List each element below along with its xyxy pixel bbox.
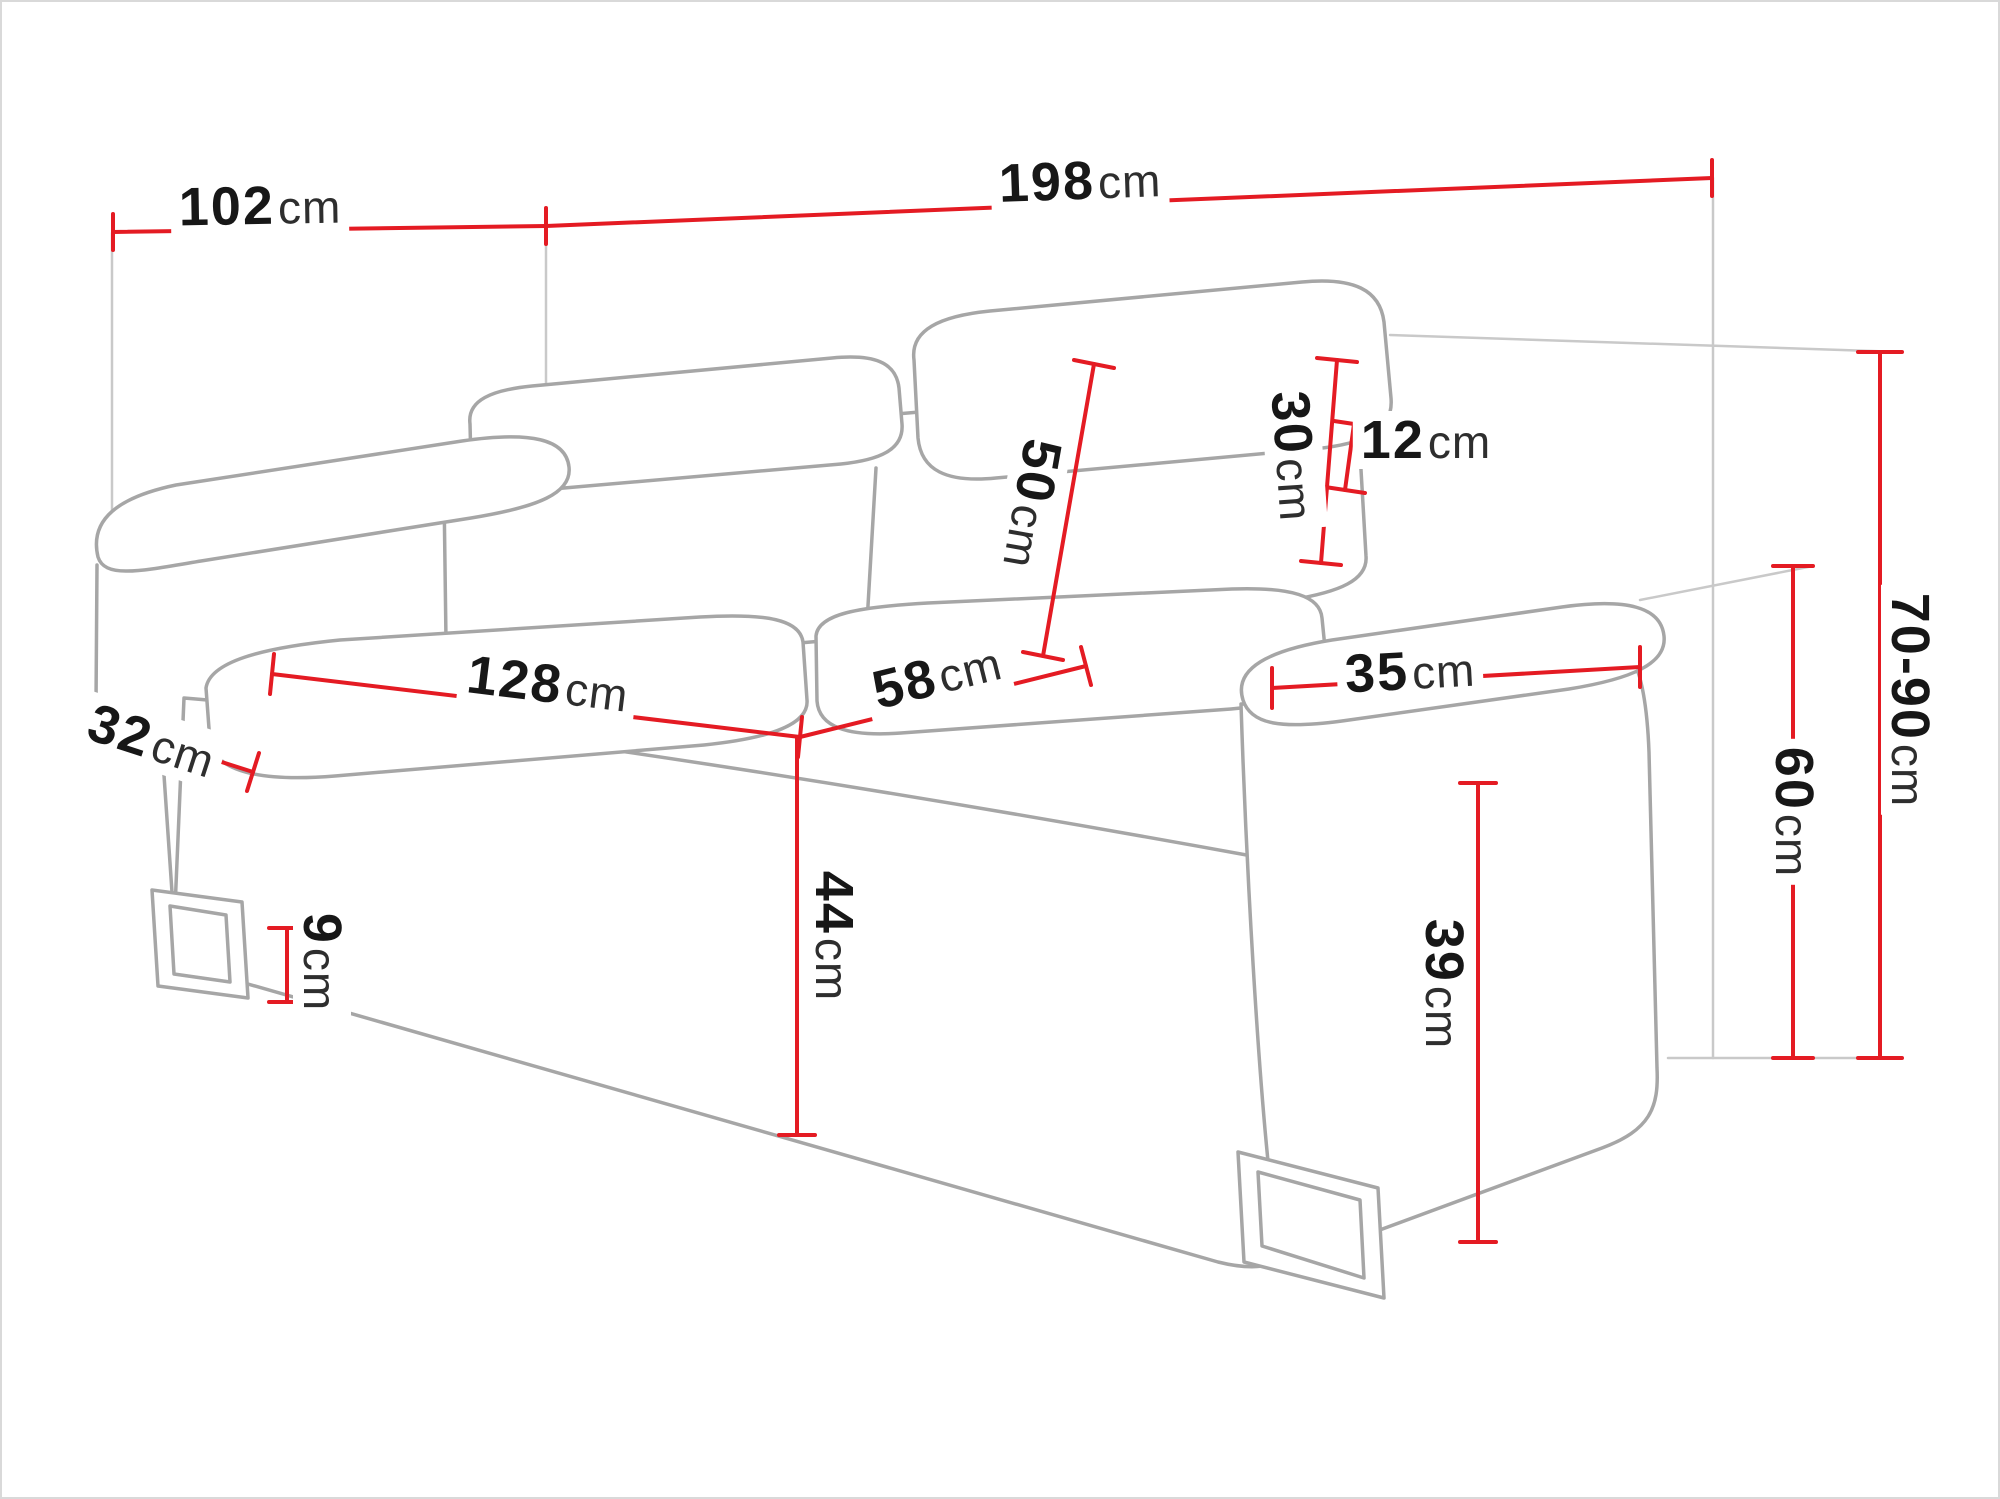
- dim-line-headrest-thickness: [1343, 422, 1356, 492]
- dim-value: 30: [1259, 388, 1324, 457]
- dim-unit: cm: [993, 500, 1056, 573]
- dim-value: 60: [1764, 746, 1824, 811]
- dim-value: 198: [997, 150, 1096, 214]
- dim-value: 70-90: [1880, 592, 1940, 741]
- dim-value: 44: [804, 870, 864, 935]
- dim-unit: cm: [1427, 416, 1492, 468]
- dim-unit: cm: [1097, 154, 1163, 209]
- dim-unit: cm: [277, 180, 342, 234]
- dim-value: 35: [1343, 641, 1411, 705]
- dim-value: 128: [463, 644, 567, 716]
- dim-unit: cm: [294, 947, 346, 1012]
- dim-value: 50: [1002, 434, 1073, 509]
- dim-value: 102: [178, 175, 276, 238]
- dim-unit: cm: [806, 937, 858, 1002]
- left-armrest-cushion: [94, 435, 571, 573]
- dim-value: 12: [1360, 410, 1425, 470]
- dim-unit: cm: [1410, 643, 1477, 699]
- dim-unit: cm: [1882, 743, 1934, 808]
- dim-value: 58: [866, 647, 944, 721]
- right-leg: [1236, 1150, 1386, 1300]
- dim-unit: cm: [562, 662, 632, 722]
- left-leg: [150, 888, 250, 1000]
- dim-line-headrest-height: [1319, 358, 1339, 565]
- dim-unit: cm: [1416, 985, 1468, 1050]
- dim-unit: cm: [933, 636, 1008, 703]
- dim-value: 9: [292, 912, 352, 945]
- dim-unit: cm: [1266, 456, 1323, 523]
- dim-line-backrest-height: [1041, 362, 1096, 658]
- dim-unit: cm: [1766, 813, 1818, 878]
- dim-value: 39: [1414, 918, 1474, 983]
